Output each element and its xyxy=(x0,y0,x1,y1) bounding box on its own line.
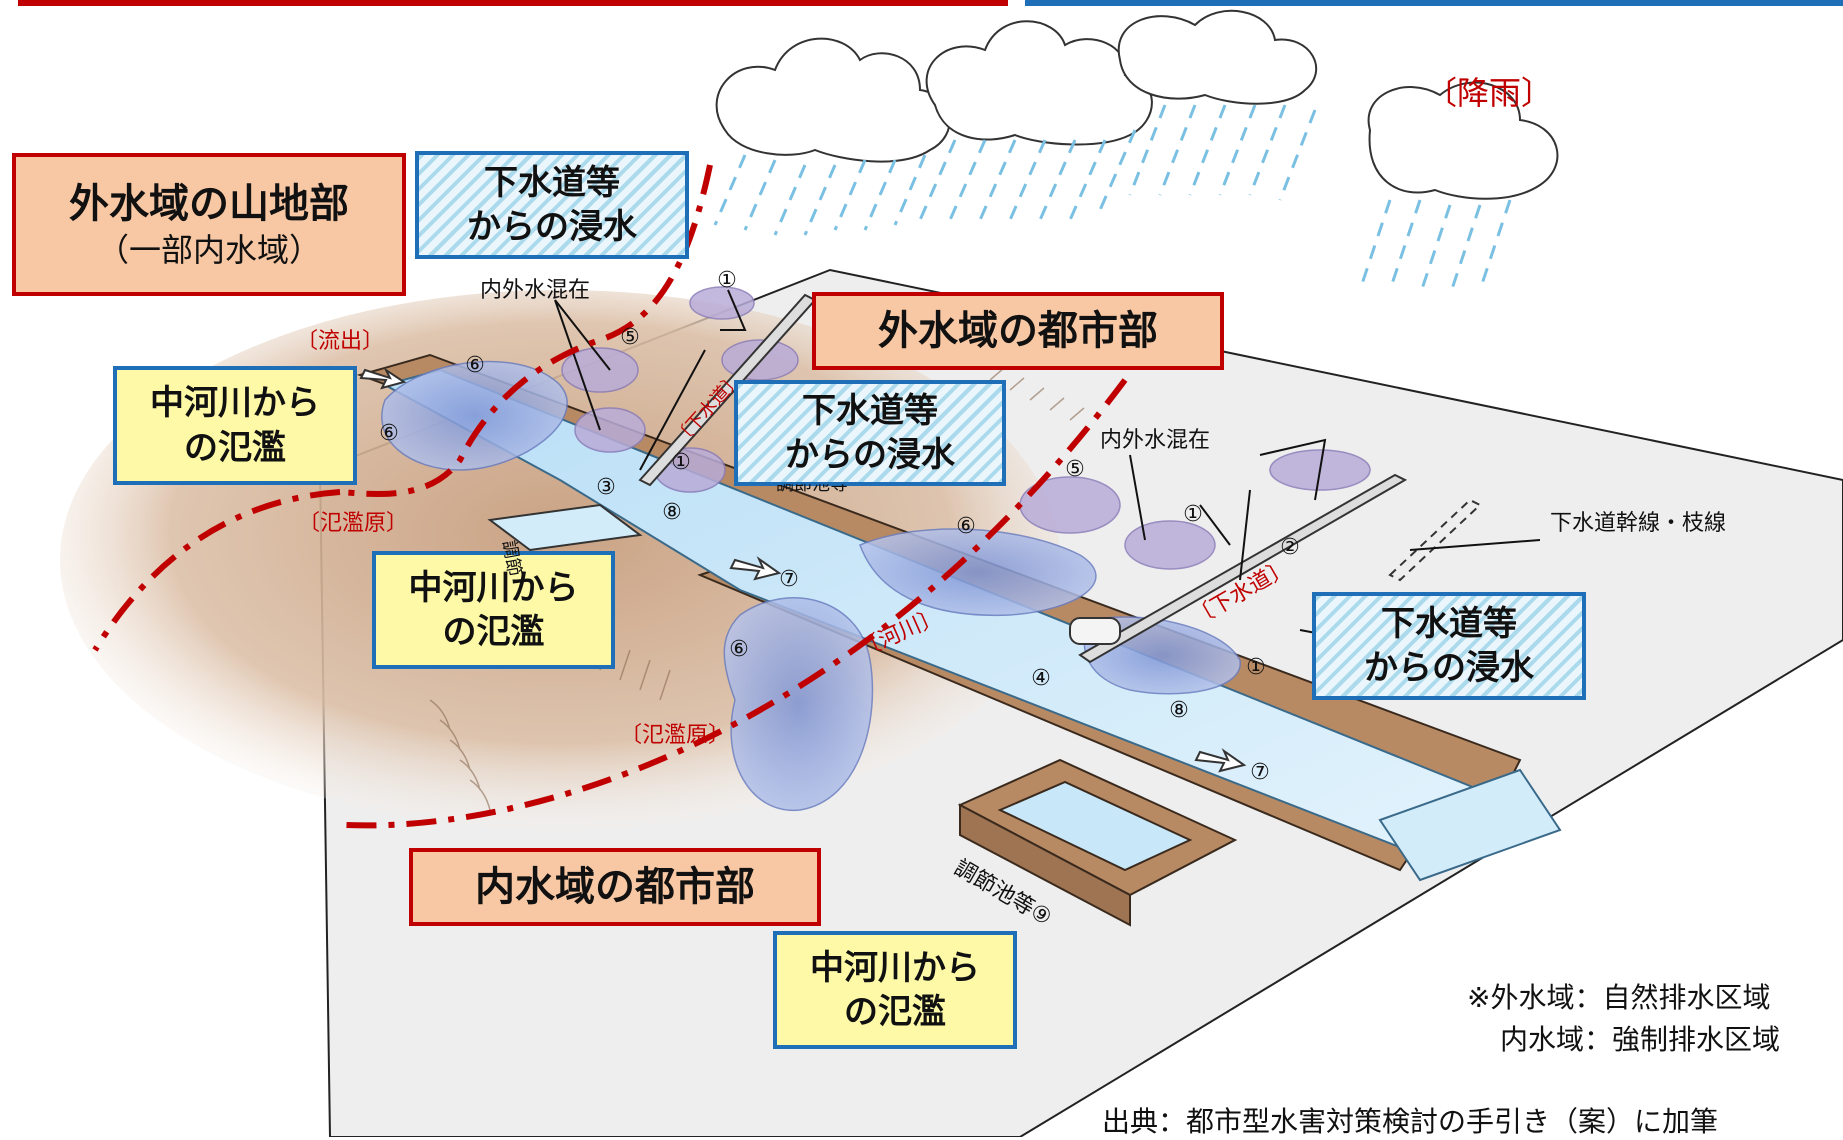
label-hidden-pond-partial: 調節池等 xyxy=(776,474,848,495)
label-floodplain-2: 〔氾濫原〕 xyxy=(620,723,731,748)
region-outer-urban: 外水域の都市部 xyxy=(812,292,1224,370)
source-citation: 出典：都市型水害対策検討の手引き（案）に加筆 xyxy=(1102,1105,1719,1138)
marker-5-b: ⑤ xyxy=(1065,457,1085,482)
marker-8-b: ⑧ xyxy=(1169,698,1189,723)
callout-river-flood-1: 中河川から の氾濫 xyxy=(113,366,357,485)
marker-5-a: ⑤ xyxy=(620,325,640,350)
region-inner-urban: 内水域の都市部 xyxy=(409,848,821,926)
marker-8-a: ⑧ xyxy=(662,500,682,525)
label-mixed-2: 内外水混在 xyxy=(1100,428,1211,453)
callout-sewer-flood-2: 下水道等 からの浸水 xyxy=(734,380,1006,486)
rain-clouds xyxy=(715,9,1559,200)
marker-1-c: ① xyxy=(1183,502,1203,527)
label-floodplain-1: 〔氾濫原〕 xyxy=(298,511,409,536)
callout-sewer-flood-1: 下水道等 からの浸水 xyxy=(415,151,689,259)
marker-3: ③ xyxy=(596,475,616,500)
retention-ponds xyxy=(487,503,1238,927)
boundary-lines xyxy=(92,164,1128,829)
flood-pools xyxy=(381,360,1241,811)
label-mixed-1: 内外水混在 xyxy=(480,278,591,303)
callout-river-flood-3: 中河川から の氾濫 xyxy=(773,931,1017,1049)
callout-river-flood-2: 中河川から の氾濫 xyxy=(372,551,615,669)
marker-6-c: ⑥ xyxy=(956,514,976,539)
region-inner-urban-title: 内水域の都市部 xyxy=(475,864,755,910)
note-outer-definition: ※外水域：自然排水区域 xyxy=(1467,981,1771,1014)
label-rain: 〔降雨〕 xyxy=(1425,74,1554,112)
marker-4: ④ xyxy=(1031,666,1051,691)
region-mountain-title: 外水域の山地部 xyxy=(69,180,349,227)
region-mountain-subtitle: （一部内水域） xyxy=(96,230,321,269)
marker-7-b: ⑦ xyxy=(1250,760,1270,785)
marker-6-b: ⑥ xyxy=(379,421,399,446)
marker-1-d: ① xyxy=(1246,655,1266,680)
top-bar-blue xyxy=(1025,0,1843,6)
label-outflow: 〔流出〕 xyxy=(296,329,385,354)
flow-arrows xyxy=(359,367,1247,773)
note-inner-definition: 内水域：強制排水区域 xyxy=(1500,1023,1781,1056)
callout-sewer-flood-3: 下水道等 からの浸水 xyxy=(1312,592,1586,700)
top-bar-red xyxy=(18,0,1008,6)
rain-streaks xyxy=(713,104,1512,296)
label-sewer-trunk: 下水道幹線・枝線 xyxy=(1550,511,1727,536)
marker-7-a: ⑦ xyxy=(779,567,799,592)
region-outer-urban-title: 外水域の都市部 xyxy=(878,308,1158,354)
sewer-pipes xyxy=(638,293,1482,664)
marker-6-a: ⑥ xyxy=(465,353,485,378)
marker-2: ② xyxy=(1280,535,1300,560)
region-mountain-outer: 外水域の山地部 （一部内水域） xyxy=(12,153,406,296)
marker-1-a: ① xyxy=(717,268,737,293)
marker-6-d: ⑥ xyxy=(729,637,749,662)
marker-1-b: ① xyxy=(671,450,691,475)
